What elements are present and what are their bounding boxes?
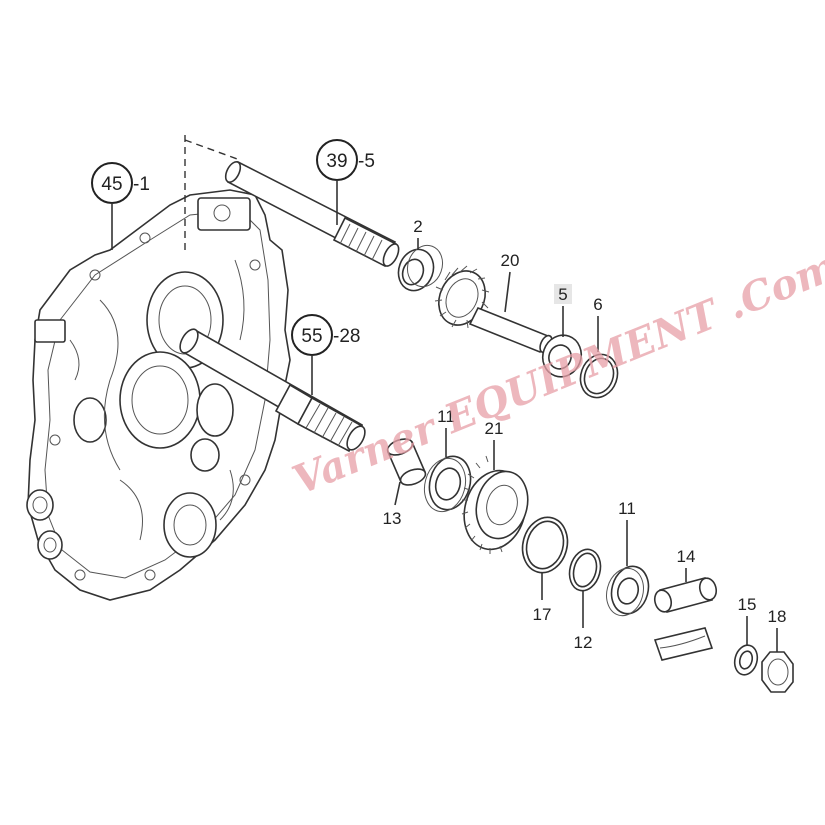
transmission-housing xyxy=(26,189,291,601)
label-2: 2 xyxy=(413,217,422,236)
callout-number: 55 xyxy=(301,326,322,347)
label-14: 14 xyxy=(677,547,696,566)
label-11-lower: 11 xyxy=(618,499,636,518)
label-11-upper: 11 xyxy=(437,407,455,426)
label-5: 5 xyxy=(558,285,567,304)
middle-shaft xyxy=(179,328,366,453)
part-14-split-bushing xyxy=(653,577,718,661)
callout-55-28: 55 -28 xyxy=(291,314,360,395)
label-12: 12 xyxy=(574,633,593,652)
part-5-bearing xyxy=(541,334,583,378)
callout-45-1: 45 -1 xyxy=(91,162,150,250)
part-18-nut xyxy=(761,651,794,693)
part-11-bearing-lower xyxy=(606,565,650,617)
part-2-seal xyxy=(397,244,444,292)
part-11-bearing-upper xyxy=(423,455,472,513)
upper-shaft xyxy=(224,160,400,268)
callout-suffix: -1 xyxy=(133,174,150,195)
label-17: 17 xyxy=(533,605,552,624)
callout-suffix: -5 xyxy=(358,151,375,172)
watermark: Varner EQUIPMENT .Com xyxy=(286,242,825,504)
callout-39-5: 39 -5 xyxy=(316,139,375,225)
callout-number: 39 xyxy=(326,151,347,172)
label-13: 13 xyxy=(383,509,402,528)
part-15-washer xyxy=(733,644,759,676)
alignment-line xyxy=(184,135,241,250)
label-15: 15 xyxy=(738,595,757,614)
part-labels: 2 20 5 6 11 21 13 11 14 17 12 15 18 xyxy=(383,217,787,652)
callout-number: 45 xyxy=(101,174,122,195)
label-21: 21 xyxy=(485,419,504,438)
part-12-snap-ring xyxy=(568,548,602,592)
part-13-bushing xyxy=(386,438,427,486)
watermark-text: Varner EQUIPMENT .Com xyxy=(286,242,825,504)
part-21-gear xyxy=(461,455,529,554)
label-18: 18 xyxy=(768,607,787,626)
callout-suffix: -28 xyxy=(333,326,360,347)
label-20: 20 xyxy=(501,251,520,270)
part-20-pinion-shaft xyxy=(434,265,553,354)
part-6-snap-ring xyxy=(579,353,619,399)
part-17-snap-ring xyxy=(521,516,569,574)
label-6: 6 xyxy=(593,295,602,314)
